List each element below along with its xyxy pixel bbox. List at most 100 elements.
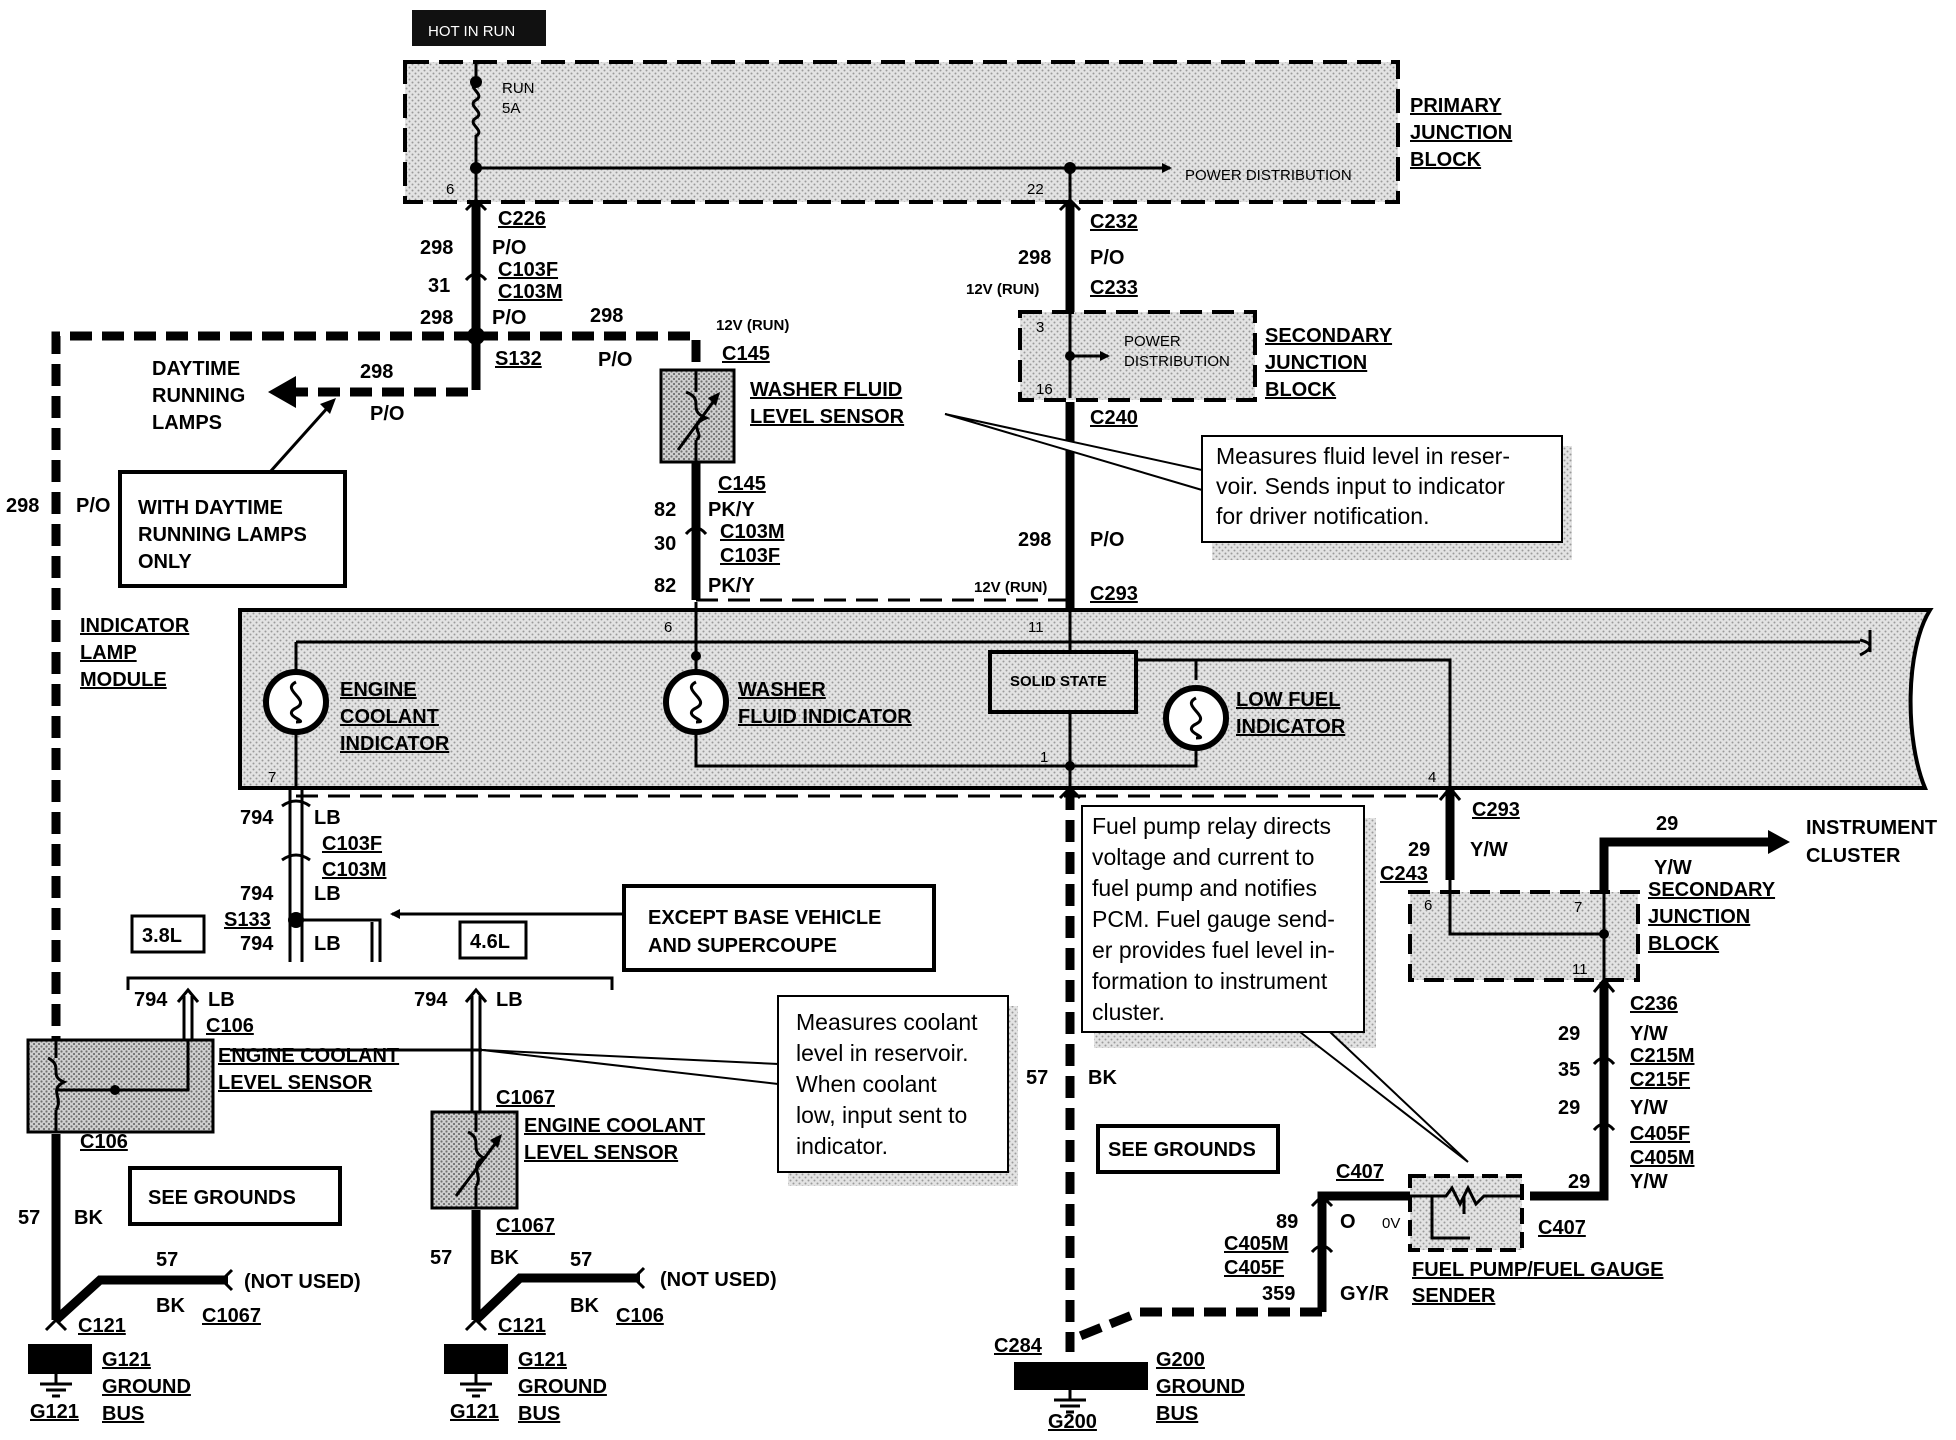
c103m-connector-b: C103M xyxy=(720,521,784,543)
c240-connector: C240 xyxy=(1090,407,1138,429)
right-not-used-wire xyxy=(472,1273,640,1324)
power-distribution-label: POWER DISTRIBUTION xyxy=(1185,167,1352,184)
g200-label-2: GROUND xyxy=(1156,1376,1245,1398)
color-yw-ic: Y/W xyxy=(1654,857,1692,879)
engine-coolant-level-sensor-left xyxy=(26,1038,215,1134)
fuse-icon xyxy=(471,62,481,200)
g121-ground-bus-left xyxy=(28,1344,92,1374)
g200-label-1: G200 xyxy=(1156,1349,1205,1371)
module-pin-6: 6 xyxy=(664,619,672,636)
voltage-12v-c293: 12V (RUN) xyxy=(974,579,1047,596)
sjb-bottom-title-3: BLOCK xyxy=(1648,933,1720,955)
g200-ground-bus xyxy=(1014,1362,1148,1390)
circuit-30: 30 xyxy=(654,533,676,555)
module-pin-4: 4 xyxy=(1428,769,1436,786)
see-grounds-center: SEE GROUNDS xyxy=(1108,1139,1256,1161)
ground-icon-center xyxy=(1054,1390,1086,1414)
engine-divider-bracket xyxy=(126,976,614,990)
sender-ground-wire xyxy=(1068,1307,1322,1345)
c293-connector-bottom: C293 xyxy=(1472,799,1520,821)
solid-state-label: SOLID STATE xyxy=(1010,673,1107,690)
circuit-57-right-b: 57 xyxy=(570,1249,592,1271)
fuel-note-pointer xyxy=(1297,1031,1469,1163)
g121-ground-bus-right xyxy=(444,1344,508,1374)
washer-note-pointer xyxy=(944,413,1203,492)
with-drl-note-3: ONLY xyxy=(138,551,192,573)
washer-note-box xyxy=(1201,435,1563,543)
drl-wire xyxy=(290,336,481,397)
c1067-connector-top: C1067 xyxy=(496,1087,555,1109)
except-base-box xyxy=(622,884,936,972)
s133-connector: S133 xyxy=(224,909,271,931)
low-fuel-indicator-bulb-icon xyxy=(1163,685,1229,751)
ilm-title-3: MODULE xyxy=(80,669,167,691)
except-base-2: AND SUPERCOUPE xyxy=(648,935,837,957)
solid-state-box xyxy=(988,650,1138,714)
coolant-note-3: When coolant xyxy=(796,1071,937,1097)
circuit-298-a: 298 xyxy=(420,237,453,259)
color-gyr: GY/R xyxy=(1340,1283,1389,1305)
circuit-29-c: 29 xyxy=(1558,1097,1580,1119)
sjb-bottom-pin-11: 11 xyxy=(1572,961,1588,978)
instrument-cluster-arrow-icon xyxy=(1768,830,1790,854)
circuit-298-left: 298 xyxy=(6,495,39,517)
circuit-794-c: 794 xyxy=(240,933,274,955)
fuel-note-6: formation to instrument xyxy=(1092,968,1328,994)
coolant-note-1: Measures coolant xyxy=(796,1009,978,1035)
fuel-note-2: voltage and current to xyxy=(1092,844,1314,870)
primary-jb-pin-22: 22 xyxy=(1027,181,1044,198)
eci-label-1: ENGINE xyxy=(340,679,417,701)
circuit-82-a: 82 xyxy=(654,499,676,521)
c145-connector-top: C145 xyxy=(722,343,770,365)
color-po-d: P/O xyxy=(1090,247,1124,269)
color-pky-b: PK/Y xyxy=(708,575,755,597)
see-grounds-box-left xyxy=(128,1166,342,1226)
circuit-57-center: 57 xyxy=(1026,1067,1048,1089)
color-bk-left-b: BK xyxy=(156,1295,185,1317)
color-yw-b: Y/W xyxy=(1630,1023,1668,1045)
washer-fluid-indicator-bulb-icon xyxy=(663,669,729,735)
c103f-connector-b: C103F xyxy=(720,545,780,567)
coolant-note-5: indicator. xyxy=(796,1133,888,1159)
not-used-right: (NOT USED) xyxy=(660,1269,777,1291)
ilm-title-2: LAMP xyxy=(80,642,137,664)
c284-connector: C284 xyxy=(994,1335,1043,1357)
wfi-label-2: FLUID INDICATOR xyxy=(738,706,912,728)
circuit-794-b: 794 xyxy=(240,883,274,905)
with-drl-note-1: WITH DAYTIME xyxy=(138,497,283,519)
engine-46-label: 4.6L xyxy=(470,931,510,953)
hot-in-run-label: HOT IN RUN xyxy=(428,23,515,40)
g121-label-left-1: G121 xyxy=(102,1349,151,1371)
fuel-note-1: Fuel pump relay directs xyxy=(1092,813,1331,839)
module-pin-7: 7 xyxy=(268,769,276,786)
not-used-left: (NOT USED) xyxy=(244,1271,361,1293)
instrument-cluster-2: CLUSTER xyxy=(1806,845,1901,867)
sjb-bottom-pin-7: 7 xyxy=(1574,899,1582,916)
color-po-e: P/O xyxy=(1090,529,1124,551)
circuit-89: 89 xyxy=(1276,1211,1298,1233)
g121-label-right-1: G121 xyxy=(518,1349,567,1371)
secondary-junction-block-top: POWER DISTRIBUTION 3 16 xyxy=(1018,310,1257,402)
fuel-note-4: PCM. Fuel gauge send- xyxy=(1092,906,1335,932)
primary-junction-block: PRIMARY JUNCTION BLOCK RUN 5A POWER DIST… xyxy=(403,60,1512,204)
sjb-bottom-title-2: JUNCTION xyxy=(1648,906,1750,928)
color-o: O xyxy=(1340,1211,1356,1233)
c405f-connector-a: C405F xyxy=(1630,1123,1690,1145)
lfi-label-2: INDICATOR xyxy=(1236,716,1346,738)
c103f-connector-c: C103F xyxy=(322,833,382,855)
instrument-cluster-1: INSTRUMENT xyxy=(1806,817,1937,839)
g121-label-right-3: BUS xyxy=(518,1403,560,1425)
c121-connector-right: C121 xyxy=(498,1315,546,1337)
splice-s133 xyxy=(288,912,304,928)
c407-connector-left: C407 xyxy=(1336,1161,1384,1183)
fuel-note-3: fuel pump and notifies xyxy=(1092,875,1317,901)
lfi-label-1: LOW FUEL xyxy=(1236,689,1340,711)
washer-fluid-level-sensor xyxy=(659,368,736,464)
circuit-794-d: 794 xyxy=(134,989,168,1011)
fuel-pump-sender xyxy=(1408,1174,1524,1252)
left-feed-wires: C226 298 P/O C103F 31 C103M 298 P/O S132 xyxy=(420,197,562,390)
c293-connector-top: C293 xyxy=(1090,583,1138,605)
color-po-b: P/O xyxy=(492,307,526,329)
c106-connector-right: C106 xyxy=(616,1305,664,1327)
